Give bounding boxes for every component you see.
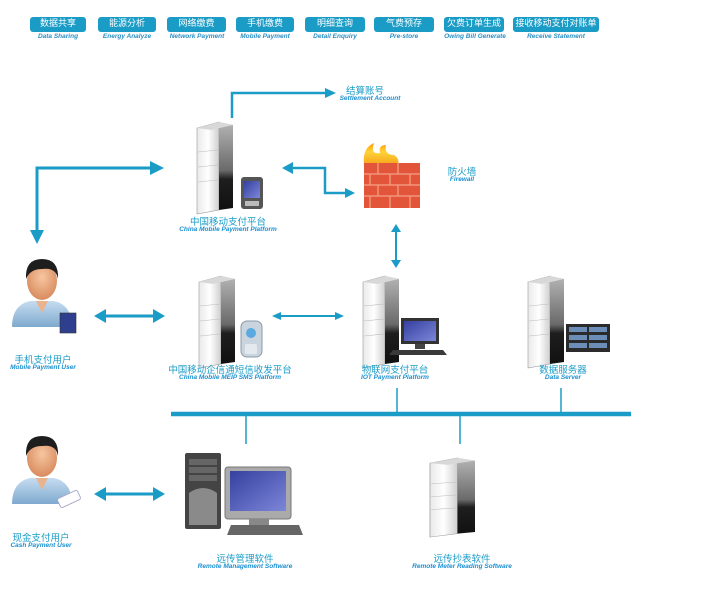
arrowhead-platform bbox=[150, 161, 164, 175]
nav-mobile-payment-caption: Mobile Payment bbox=[240, 33, 290, 40]
nav-detail-enquiry-caption: Detail Enquiry bbox=[313, 33, 357, 40]
mobile-platform-label: 中国移动支付平台 bbox=[189, 217, 266, 228]
data-server-caption: Data Server bbox=[544, 374, 582, 381]
nav-pre-store-caption: Pre-store bbox=[389, 33, 419, 40]
arrowhead-sms-left bbox=[272, 312, 281, 320]
nav-energy-analyze-caption: Energy Analyze bbox=[102, 33, 152, 40]
iot-platform-label: 物联网支付平台 bbox=[361, 365, 429, 376]
mobile-platform-server-icon bbox=[196, 121, 263, 215]
arrowhead-iot-left bbox=[335, 312, 344, 320]
arrowhead-platform-left bbox=[282, 162, 293, 174]
arrowhead-firewall-up bbox=[391, 224, 401, 232]
arrowhead-firewall bbox=[345, 188, 355, 198]
cash-user-label: 现金支付用户 bbox=[12, 533, 70, 544]
mobile-user-avatar-icon bbox=[12, 259, 77, 334]
nav-detail-enquiry-button[interactable]: 明细查询 bbox=[305, 17, 365, 32]
mobile-platform-caption: China Mobile Payment Platform bbox=[179, 226, 277, 233]
cash-user-avatar-icon bbox=[12, 436, 81, 509]
meter-reading-server-icon bbox=[429, 457, 476, 538]
firewall-label: 防火墙 bbox=[447, 167, 477, 178]
remote-management-computer-icon bbox=[185, 453, 303, 535]
remote-management-caption: Remote Management Software bbox=[197, 563, 293, 570]
nav-mobile-payment-button[interactable]: 手机缴费 bbox=[236, 17, 294, 32]
meter-reading-caption: Remote Meter Reading Software bbox=[412, 563, 512, 570]
nav-energy-analyze-button[interactable]: 能源分析 bbox=[98, 17, 156, 32]
meter-reading-label: 远传抄表软件 bbox=[433, 554, 491, 565]
nav-pre-store-button[interactable]: 气费预存 bbox=[374, 17, 434, 32]
arrowhead-cash-user-left bbox=[94, 487, 106, 501]
nav-owing-bill-button[interactable]: 欠费订单生成 bbox=[444, 17, 504, 32]
nav-data-sharing-caption: Data Sharing bbox=[37, 33, 79, 40]
link-platform-settlement bbox=[230, 91, 325, 118]
sms-platform-server-icon bbox=[198, 275, 263, 369]
sms-platform-label: 中国移动企信通短信收发平台 bbox=[168, 365, 292, 376]
arrowhead-sms-right bbox=[153, 309, 165, 323]
arrowhead-iot-down bbox=[391, 260, 401, 268]
data-server-icon bbox=[527, 275, 610, 369]
arrowhead-remote-right bbox=[153, 487, 165, 501]
remote-management-label: 远传管理软件 bbox=[216, 554, 274, 565]
nav-data-sharing-button[interactable]: 数据共享 bbox=[30, 17, 86, 32]
link-user-platform bbox=[35, 166, 155, 233]
firewall-caption: Firewall bbox=[449, 176, 475, 183]
nav-network-payment-caption: Network Payment bbox=[169, 33, 225, 40]
arrowhead-mobile-user-left bbox=[94, 309, 106, 323]
arrowhead-mobile-user bbox=[30, 230, 44, 244]
nav-owing-bill-caption: Owing Bill Generate bbox=[444, 33, 506, 40]
nav-network-payment-button[interactable]: 网络缴费 bbox=[167, 17, 226, 32]
cash-user-caption: Cash Payment User bbox=[10, 542, 72, 549]
link-platform-firewall bbox=[290, 166, 348, 195]
nav-receive-statement-caption: Receive Statement bbox=[527, 33, 585, 40]
mobile-user-label: 手机支付用户 bbox=[14, 355, 72, 366]
iot-platform-caption: IOT Payment Platform bbox=[361, 374, 429, 381]
nav-receive-statement-button[interactable]: 接收移动支付对账单 bbox=[513, 17, 599, 32]
sms-platform-caption: China Mobile MEIP SMS Platform bbox=[179, 374, 281, 381]
iot-platform-server-icon bbox=[362, 275, 447, 369]
mobile-user-caption: Mobile Payment User bbox=[10, 364, 76, 371]
data-server-label: 数据服务器 bbox=[539, 365, 587, 376]
firewall-icon bbox=[363, 143, 420, 208]
settlement-account-caption: Settlement Account bbox=[339, 95, 401, 102]
settlement-account-label: 结算账号 bbox=[345, 86, 384, 97]
arrowhead-settlement bbox=[325, 88, 336, 98]
